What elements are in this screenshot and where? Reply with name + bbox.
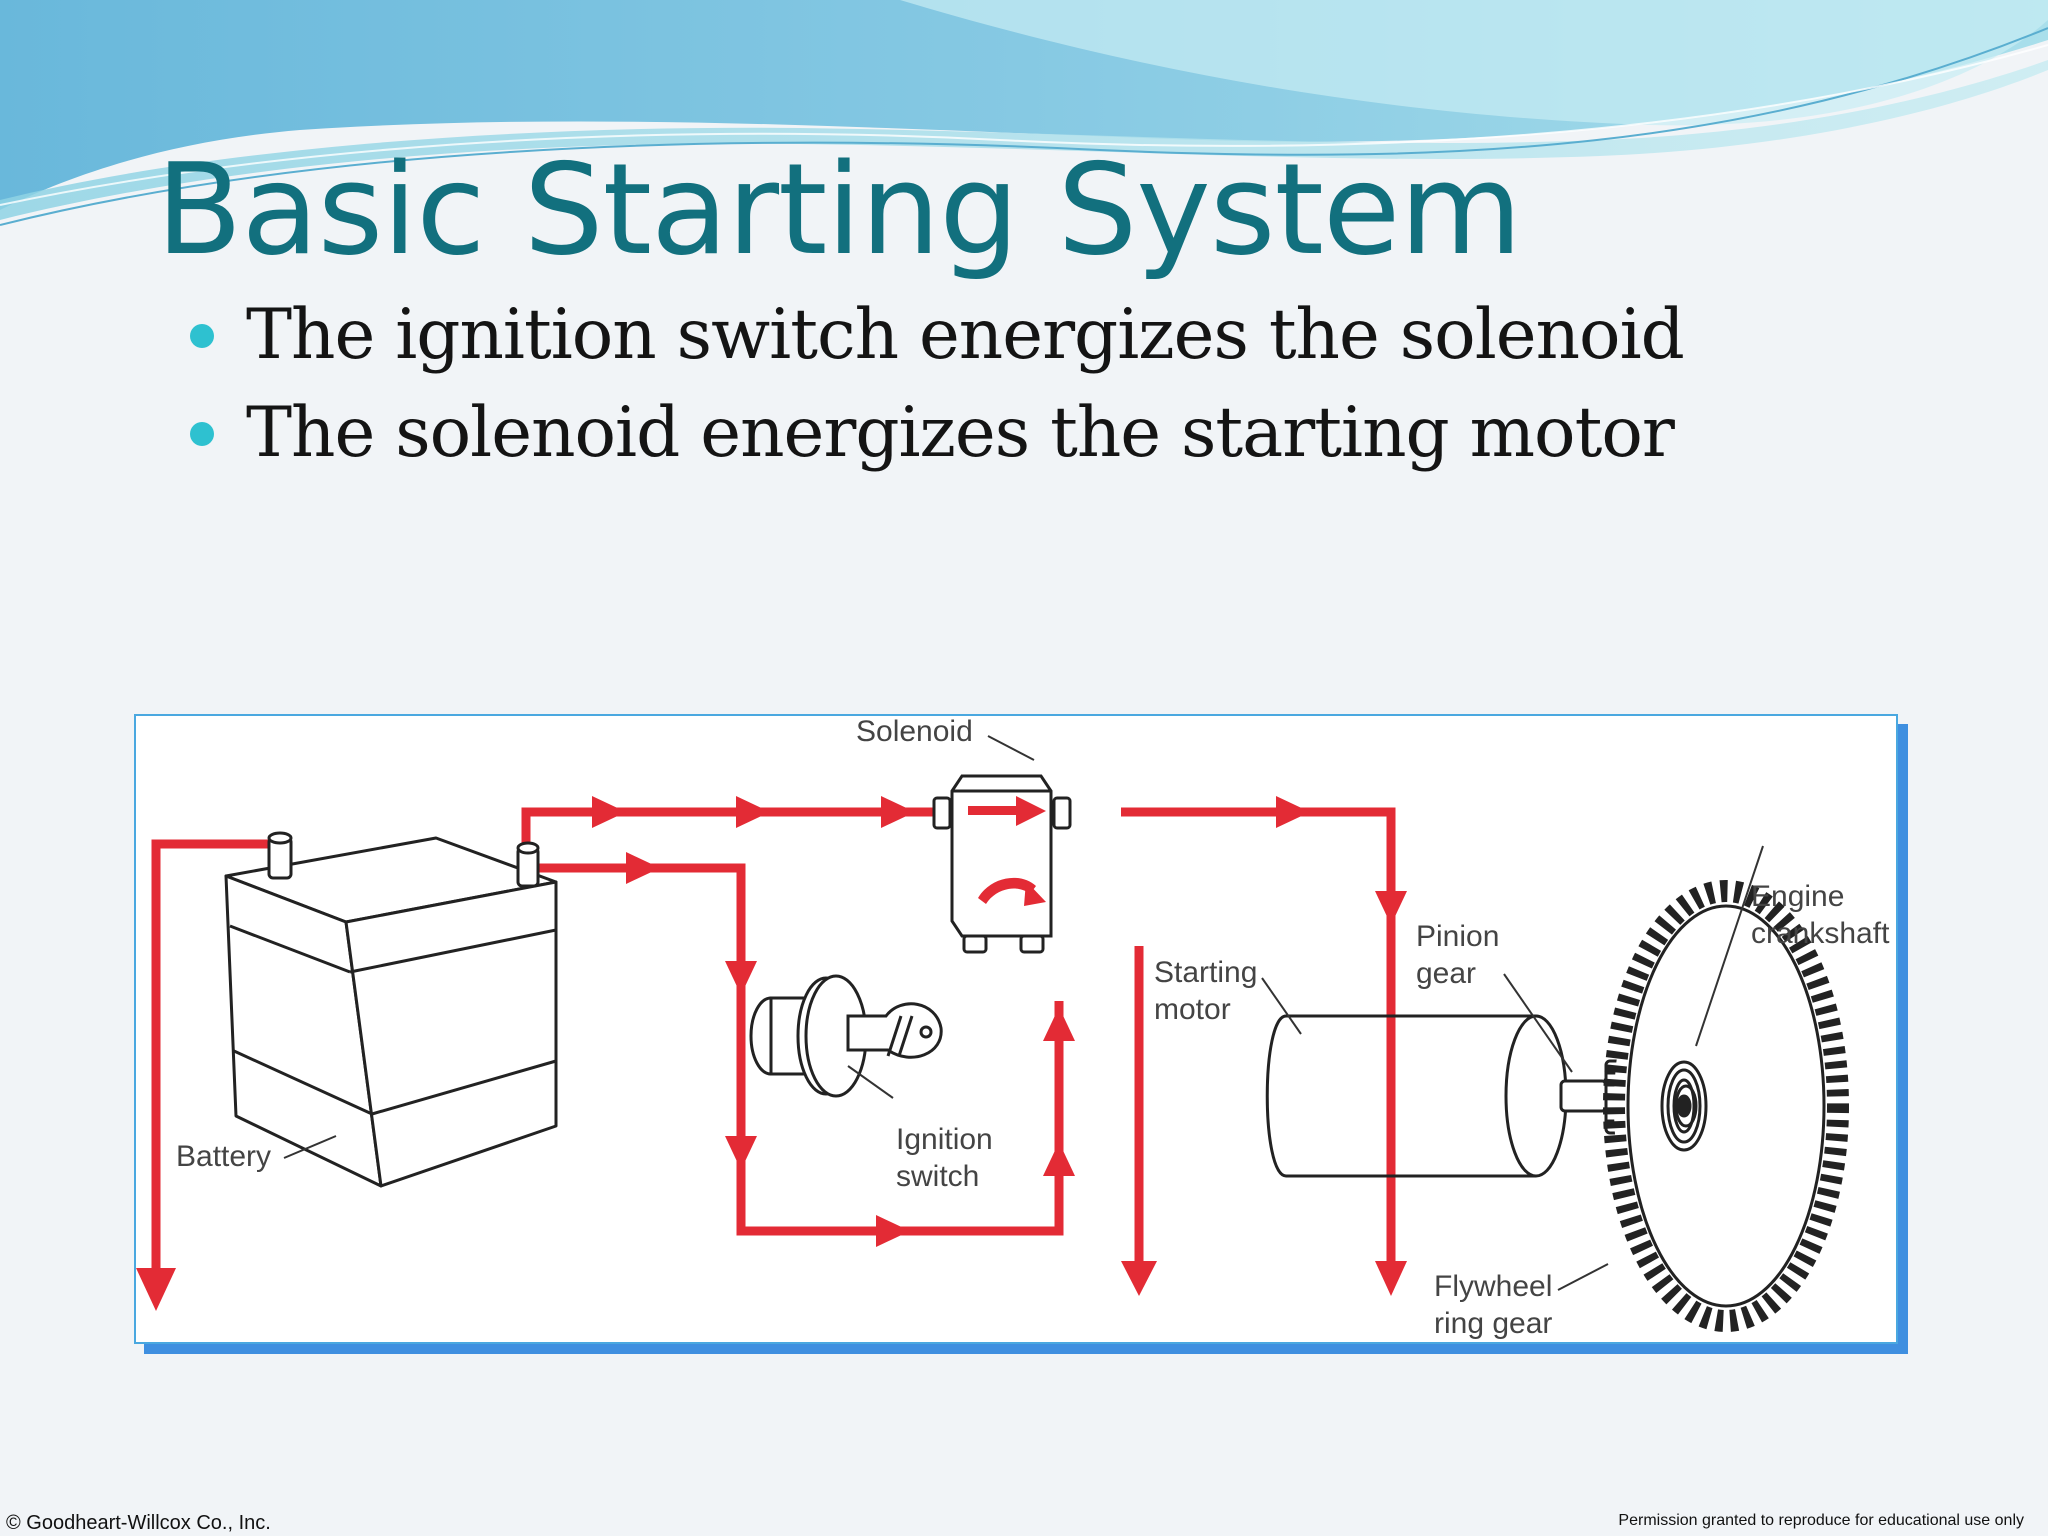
solenoid-flow-arrows — [968, 796, 1046, 906]
pinion-gear-label-line1: Pinion — [1416, 920, 1499, 953]
bullet-list: The ignition switch energizes the soleno… — [186, 290, 1685, 486]
starting-system-diagram: Solenoid Battery Ignition switch Startin… — [134, 714, 1898, 1344]
ignition-switch-illustration — [749, 974, 943, 1098]
label-leader-lines — [283, 735, 1764, 1291]
solenoid-illustration — [932, 774, 1072, 954]
permission-footer: Permission granted to reproduce for educ… — [1618, 1512, 2024, 1529]
starting-motor-label-line1: Starting — [1154, 956, 1257, 989]
copyright-footer: © Goodheart-Willcox Co., Inc. — [6, 1512, 271, 1534]
bullet-text: The ignition switch energizes the soleno… — [246, 295, 1685, 375]
bullet-item: The ignition switch energizes the soleno… — [186, 290, 1685, 388]
ignition-switch-label-line1: Ignition — [896, 1123, 993, 1156]
battery-label: Battery — [176, 1140, 271, 1173]
engine-crankshaft-label-line2: crankshaft — [1751, 917, 1890, 950]
pinion-gear-label-line2: gear — [1416, 957, 1476, 990]
solenoid-label: Solenoid — [856, 716, 973, 748]
bullet-text: The solenoid energizes the starting moto… — [246, 393, 1675, 473]
header-wave-decoration — [0, 0, 2048, 226]
current-flow-arrowheads — [136, 796, 1407, 1311]
battery-illustration — [224, 831, 558, 1188]
bullet-dot-icon — [190, 324, 214, 348]
flywheel-ring-gear-label-line1: Flywheel — [1434, 1270, 1552, 1303]
bullet-item: The solenoid energizes the starting moto… — [186, 388, 1684, 486]
starting-motor-illustration — [1265, 1014, 1646, 1178]
ignition-switch-label-line2: switch — [896, 1160, 979, 1193]
flywheel-ring-gear-illustration — [1603, 880, 1849, 1332]
starting-motor-label-line2: motor — [1154, 993, 1231, 1026]
bullet-dot-icon — [190, 422, 214, 446]
engine-crankshaft-label-line1: Engine — [1751, 880, 1844, 913]
flywheel-ring-gear-label-line2: ring gear — [1434, 1307, 1552, 1340]
slide-title: Basic Starting System — [156, 136, 1522, 283]
